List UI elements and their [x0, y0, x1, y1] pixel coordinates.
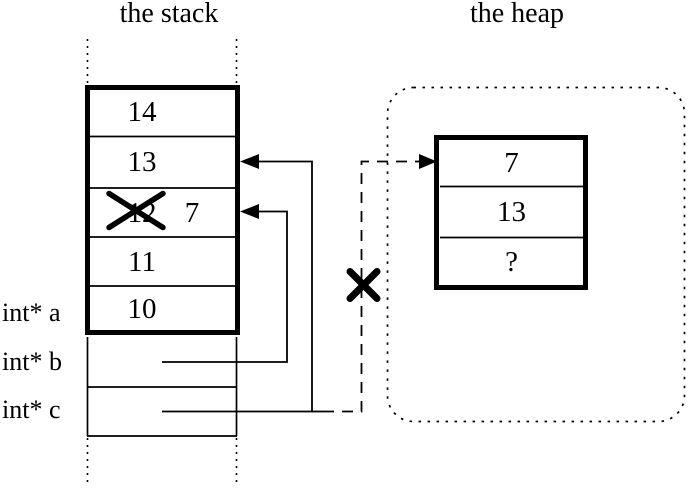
stack-cell-new-value-7: 7 [184, 197, 200, 229]
pointer-c-arrowhead-icon [240, 154, 259, 169]
heap-cell-question: ? [505, 246, 518, 278]
stack-cell-11: 11 [128, 246, 156, 278]
stack-cell-13: 13 [127, 146, 157, 178]
dangling-pointer-arrow [323, 154, 437, 413]
heap-cell-13: 13 [497, 196, 526, 228]
stack-cell-10: 10 [127, 293, 157, 325]
pointer-label-b: int* b [2, 347, 62, 376]
dangling-pointer-dashed-line [323, 160, 420, 413]
stack-cell-14: 14 [127, 96, 157, 128]
pointer-b-arrowhead-icon [240, 204, 259, 219]
heap-cell-7: 7 [504, 147, 519, 179]
cross-stroke-1 [346, 268, 381, 302]
dangling-pointer-cross-out-icon [346, 268, 381, 302]
stack-pointer-slots [86, 337, 238, 437]
cross-stroke-2 [346, 268, 381, 302]
heap-title: the heap [469, 0, 565, 29]
pointer-label-c: int* c [2, 395, 61, 424]
pointer-label-a: int* a [2, 298, 61, 327]
stack-title: the stack [119, 0, 219, 29]
dangling-pointer-arrowhead-icon [419, 154, 437, 169]
